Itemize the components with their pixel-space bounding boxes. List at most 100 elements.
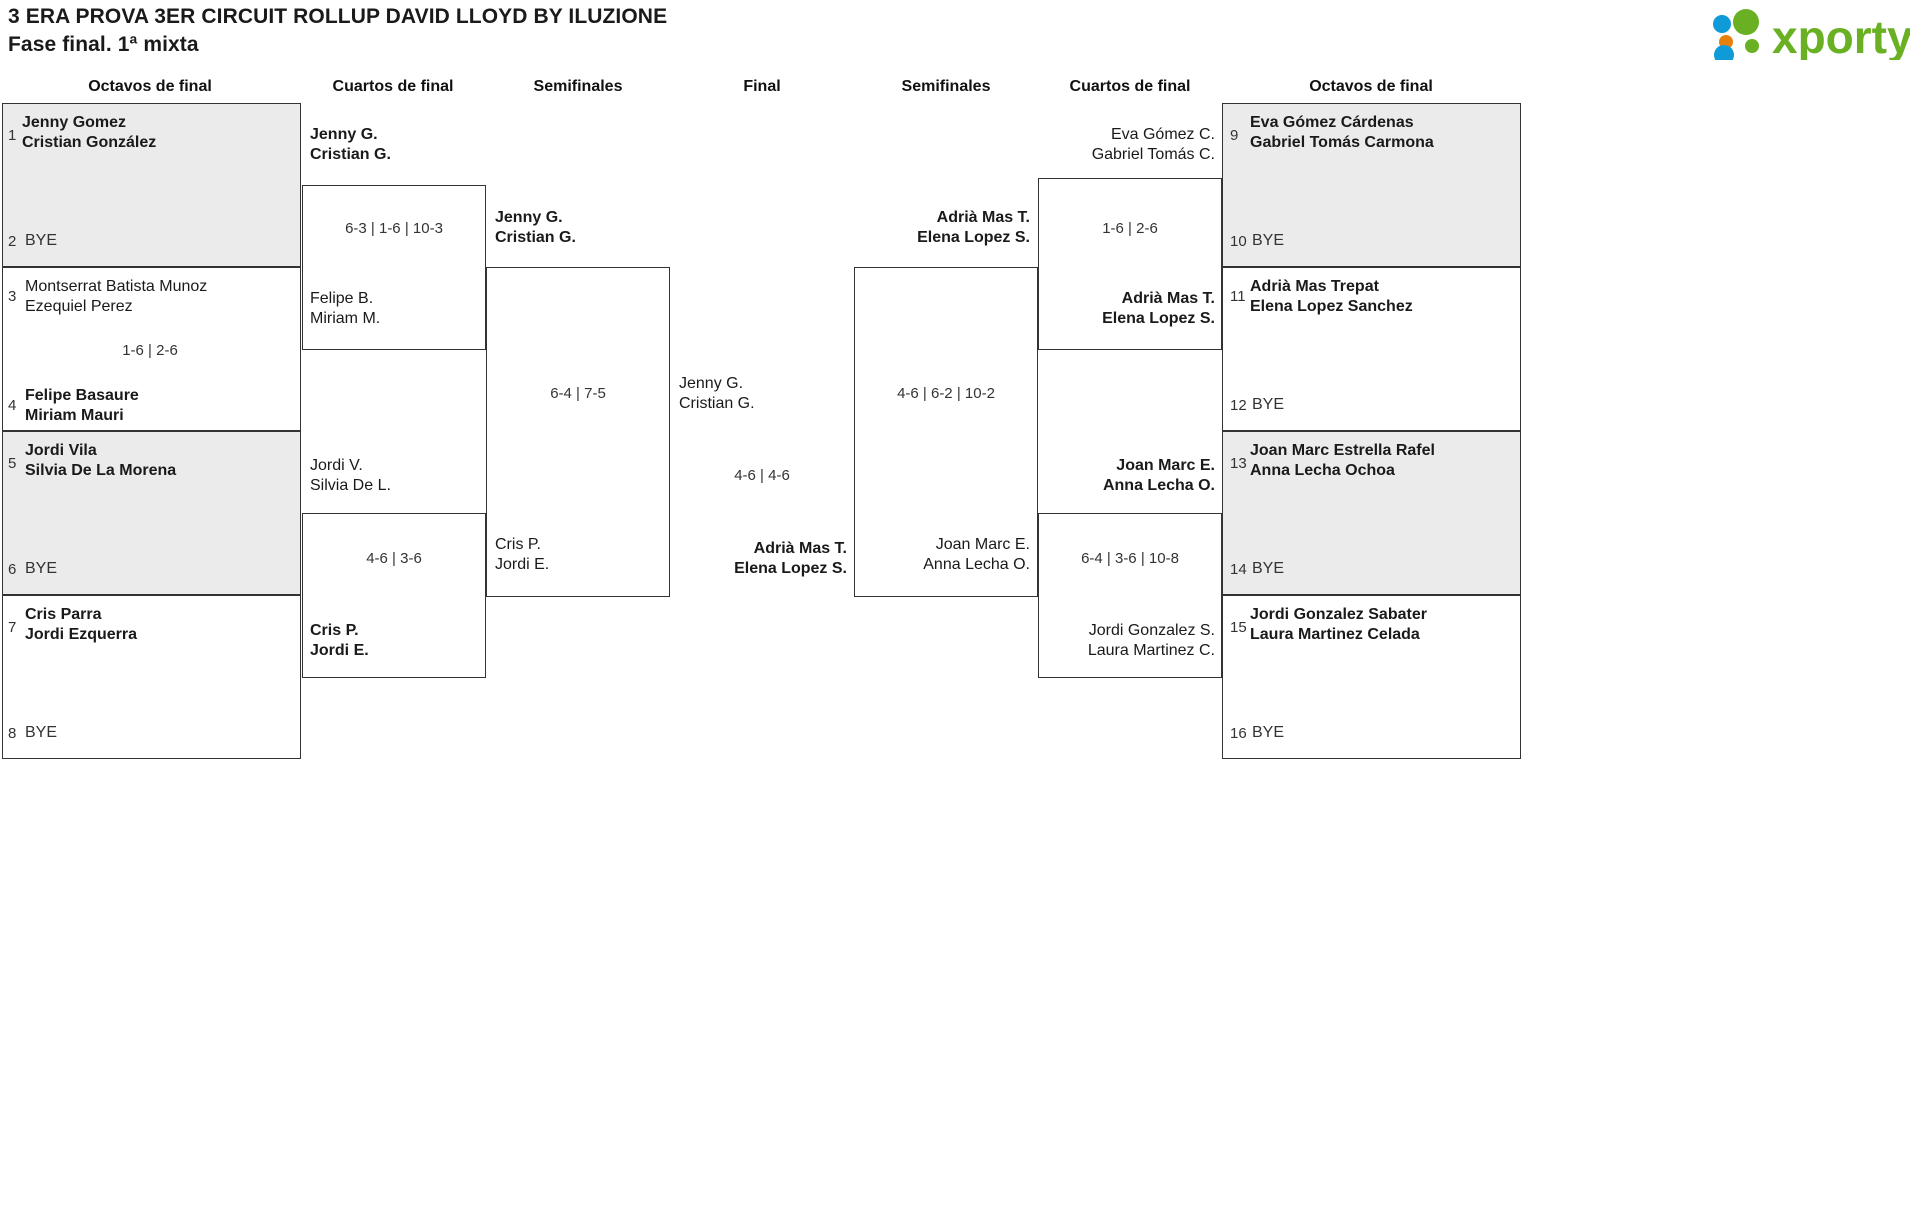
player-line-1: Jordi Vila [25, 442, 97, 459]
round-heading-semis-left: Semifinales [533, 78, 623, 95]
player-line-1: Jenny G. [310, 126, 378, 143]
round-heading-final: Final [743, 78, 781, 95]
final-right-player-names: Adrià Mas T. Elena Lopez S. [662, 539, 847, 579]
player-line-1: Adrià Mas T. [753, 540, 847, 557]
seed-number: 6 [8, 561, 17, 578]
right-semis-match-1[interactable] [854, 267, 1038, 597]
player-line-2: Elena Lopez S. [734, 560, 847, 577]
player-names: Joan Marc Estrella Rafel Anna Lecha Ocho… [1250, 441, 1435, 481]
player-line-1: Joan Marc E. [935, 536, 1030, 553]
match-score: 1-6 | 2-6 [122, 342, 178, 359]
player-line-2: Jordi E. [310, 642, 369, 659]
player-line-2: Gabriel Tomás C. [1091, 146, 1215, 163]
player-line-2: Miriam M. [310, 310, 381, 327]
semis-player-names: Adrià Mas T. Elena Lopez S. [845, 208, 1030, 248]
player-line-1: Jordi V. [310, 457, 363, 474]
player-line-2: Laura Martinez C. [1087, 642, 1215, 659]
right-cuartos-match-2[interactable] [1038, 513, 1222, 678]
player-line-2: Cristian G. [495, 229, 576, 246]
page-title: 3 ERA PROVA 3ER CIRCUIT ROLLUP DAVID LLO… [8, 5, 668, 28]
player-line-1: Joan Marc Estrella Rafel [1250, 442, 1435, 459]
player-line-2: Cristian González [22, 134, 157, 151]
semis-player-names: Cris P. Jordi E. [495, 535, 549, 575]
seed-number: 5 [8, 455, 17, 472]
player-names: Felipe Basaure Miriam Mauri [25, 386, 139, 426]
player-line-1: Adrià Mas T. [1121, 290, 1215, 307]
player-names: Montserrat Batista Munoz Ezequiel Perez [25, 277, 207, 317]
player-line-2: Cristian G. [679, 395, 755, 412]
player-line-2: Elena Lopez Sanchez [1250, 298, 1413, 315]
player-names: Eva Gómez Cárdenas Gabriel Tomás Carmona [1250, 113, 1434, 153]
seed-number: 15 [1230, 619, 1247, 636]
right-octavos-match-2[interactable] [1222, 267, 1521, 431]
right-octavos-match-3[interactable] [1222, 431, 1521, 595]
round-heading-octavos-right: Octavos de final [1309, 78, 1433, 95]
seed-number: 4 [8, 397, 17, 414]
player-line-1: Jenny Gomez [22, 114, 127, 131]
round-heading-semis-right: Semifinales [901, 78, 991, 95]
round-heading-cuartos-right: Cuartos de final [1069, 78, 1191, 95]
player-line-2: Laura Martinez Celada [1250, 626, 1420, 643]
right-cuartos-match-1[interactable] [1038, 178, 1222, 350]
player-line-1: Jenny G. [679, 375, 744, 392]
player-line-1: Eva Gómez Cárdenas [1250, 114, 1414, 131]
final-left-player-names: Jenny G. Cristian G. [679, 374, 755, 414]
player-line-1: Cris Parra [25, 606, 102, 623]
player-names: Cris Parra Jordi Ezquerra [25, 605, 137, 645]
player-line-1: Felipe B. [310, 290, 374, 307]
player-line-2: Silvia De La Morena [25, 462, 177, 479]
player-line-2: Jordi Ezquerra [25, 626, 138, 643]
player-line-1: Eva Gómez C. [1110, 126, 1215, 143]
right-octavos-match-1[interactable] [1222, 103, 1521, 267]
xporty-logo: xporty [1700, 8, 1910, 60]
match-score: 4-6 | 3-6 [366, 550, 422, 567]
left-semis-match-1[interactable] [486, 267, 670, 597]
seed-number: 2 [8, 233, 17, 250]
seed-number: 10 [1230, 233, 1247, 250]
seed-number: 11 [1230, 288, 1246, 305]
cuartos-player-names: Felipe B. Miriam M. [310, 289, 380, 329]
player-names: Jordi Vila Silvia De La Morena [25, 441, 176, 481]
player-line-1: Jenny G. [495, 209, 563, 226]
player-line-1: Adrià Mas T. [936, 209, 1030, 226]
seed-number: 8 [8, 725, 17, 742]
player-names: Jordi Gonzalez Sabater Laura Martinez Ce… [1250, 605, 1427, 645]
match-score: 4-6 | 6-2 | 10-2 [897, 385, 995, 402]
player-line-1: Cris P. [495, 536, 541, 553]
seed-number: 13 [1230, 455, 1247, 472]
round-heading-octavos-left: Octavos de final [88, 78, 212, 95]
cuartos-player-names: Jordi Gonzalez S. Laura Martinez C. [1030, 621, 1215, 661]
cuartos-player-names: Eva Gómez C. Gabriel Tomás C. [1030, 125, 1215, 165]
player-line-1: Cris P. [310, 622, 359, 639]
player-line-2: Anna Lecha Ochoa [1250, 462, 1395, 479]
player-line-2: Ezequiel Perez [25, 298, 133, 315]
left-octavos-match-2[interactable] [2, 267, 301, 431]
cuartos-player-names: Jenny G. Cristian G. [310, 125, 391, 165]
player-line-2: Elena Lopez S. [917, 229, 1030, 246]
final-score: 4-6 | 4-6 [734, 467, 790, 484]
bye-label: BYE [1252, 232, 1285, 249]
player-line-2: Cristian G. [310, 146, 391, 163]
left-octavos-match-3[interactable] [2, 431, 301, 595]
bye-label: BYE [25, 232, 58, 249]
player-line-1: Jordi Gonzalez S. [1088, 622, 1215, 639]
cuartos-player-names: Joan Marc E. Anna Lecha O. [1030, 456, 1215, 496]
player-names: Adrià Mas Trepat Elena Lopez Sanchez [1250, 277, 1413, 317]
player-line-2: Gabriel Tomás Carmona [1250, 134, 1434, 151]
seed-number: 14 [1230, 561, 1247, 578]
seed-number: 16 [1230, 725, 1247, 742]
left-octavos-match-1[interactable] [2, 103, 301, 267]
left-cuartos-match-2[interactable] [302, 513, 486, 678]
cuartos-player-names: Adrià Mas T. Elena Lopez S. [1030, 289, 1215, 329]
seed-number: 1 [8, 127, 17, 144]
bye-label: BYE [1252, 724, 1285, 741]
player-line-2: Anna Lecha O. [923, 556, 1030, 573]
left-cuartos-match-1[interactable] [302, 185, 486, 350]
left-octavos-match-4[interactable] [2, 595, 301, 759]
match-score: 6-4 | 7-5 [550, 385, 606, 402]
right-octavos-match-4[interactable] [1222, 595, 1521, 759]
player-line-1: Joan Marc E. [1116, 457, 1215, 474]
player-line-1: Jordi Gonzalez Sabater [1250, 606, 1427, 623]
round-heading-cuartos-left: Cuartos de final [332, 78, 454, 95]
